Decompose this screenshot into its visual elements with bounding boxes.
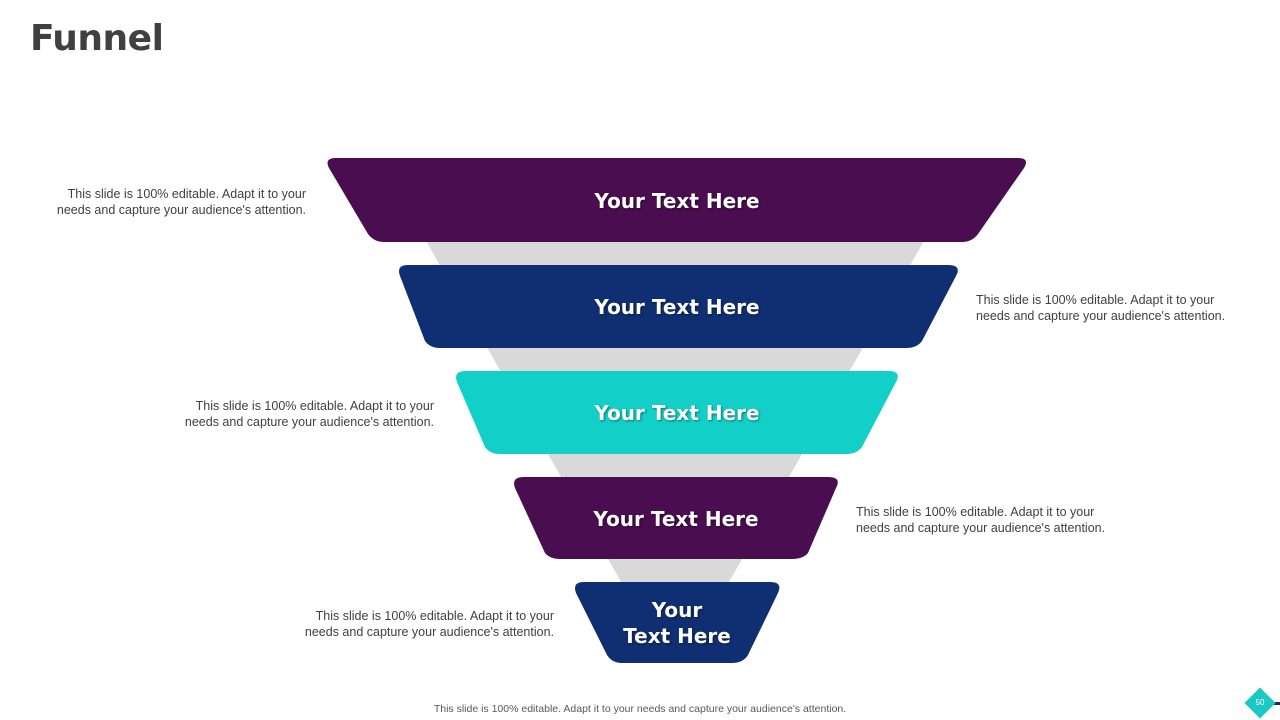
stage-5-description-line-1: This slide is 100% editable. Adapt it to… bbox=[315, 609, 554, 623]
slide-footer-note: This slide is 100% editable. Adapt it to… bbox=[433, 703, 847, 715]
slide-title: Funnel bbox=[30, 18, 164, 59]
funnel-stage-1-label: Your Text Here bbox=[594, 189, 760, 213]
stage-3-description-line-1: This slide is 100% editable. Adapt it to… bbox=[195, 399, 434, 413]
funnel-stage-3-label: Your Text Here bbox=[594, 401, 760, 425]
stage-2-description-line-1: This slide is 100% editable. Adapt it to… bbox=[976, 293, 1215, 307]
stage-3-description: This slide is 100% editable. Adapt it to… bbox=[134, 398, 434, 430]
stage-2-description: This slide is 100% editable. Adapt it to… bbox=[976, 292, 1276, 324]
funnel-stage-5-label: Your Text Here bbox=[577, 597, 777, 649]
stage-5-description: This slide is 100% editable. Adapt it to… bbox=[254, 608, 554, 640]
funnel-band-4 bbox=[514, 477, 838, 559]
stage-1-description-line-2: needs and capture your audience's attent… bbox=[56, 203, 306, 217]
funnel-stage-5-label-line-2: Text Here bbox=[623, 624, 731, 648]
funnel-stage-5-label-line-1: Your bbox=[651, 598, 703, 622]
stage-2-description-line-2: needs and capture your audience's attent… bbox=[976, 309, 1226, 323]
stage-4-description: This slide is 100% editable. Adapt it to… bbox=[856, 504, 1156, 536]
stage-4-description-line-2: needs and capture your audience's attent… bbox=[856, 521, 1106, 535]
funnel-stage-4-label: Your Text Here bbox=[593, 507, 759, 531]
page-number: 50 bbox=[1255, 698, 1265, 707]
stage-5-description-line-2: needs and capture your audience's attent… bbox=[304, 625, 554, 639]
funnel-band-2 bbox=[399, 265, 958, 348]
funnel-stage-2-label: Your Text Here bbox=[594, 295, 760, 319]
funnel-band-3 bbox=[456, 371, 898, 454]
funnel-band-1 bbox=[327, 158, 1026, 242]
stage-4-description-line-1: This slide is 100% editable. Adapt it to… bbox=[856, 505, 1095, 519]
stage-3-description-line-2: needs and capture your audience's attent… bbox=[184, 415, 434, 429]
stage-1-description-line-1: This slide is 100% editable. Adapt it to… bbox=[67, 187, 306, 201]
stage-1-description: This slide is 100% editable. Adapt it to… bbox=[6, 186, 306, 218]
funnel-band-5 bbox=[575, 582, 780, 663]
